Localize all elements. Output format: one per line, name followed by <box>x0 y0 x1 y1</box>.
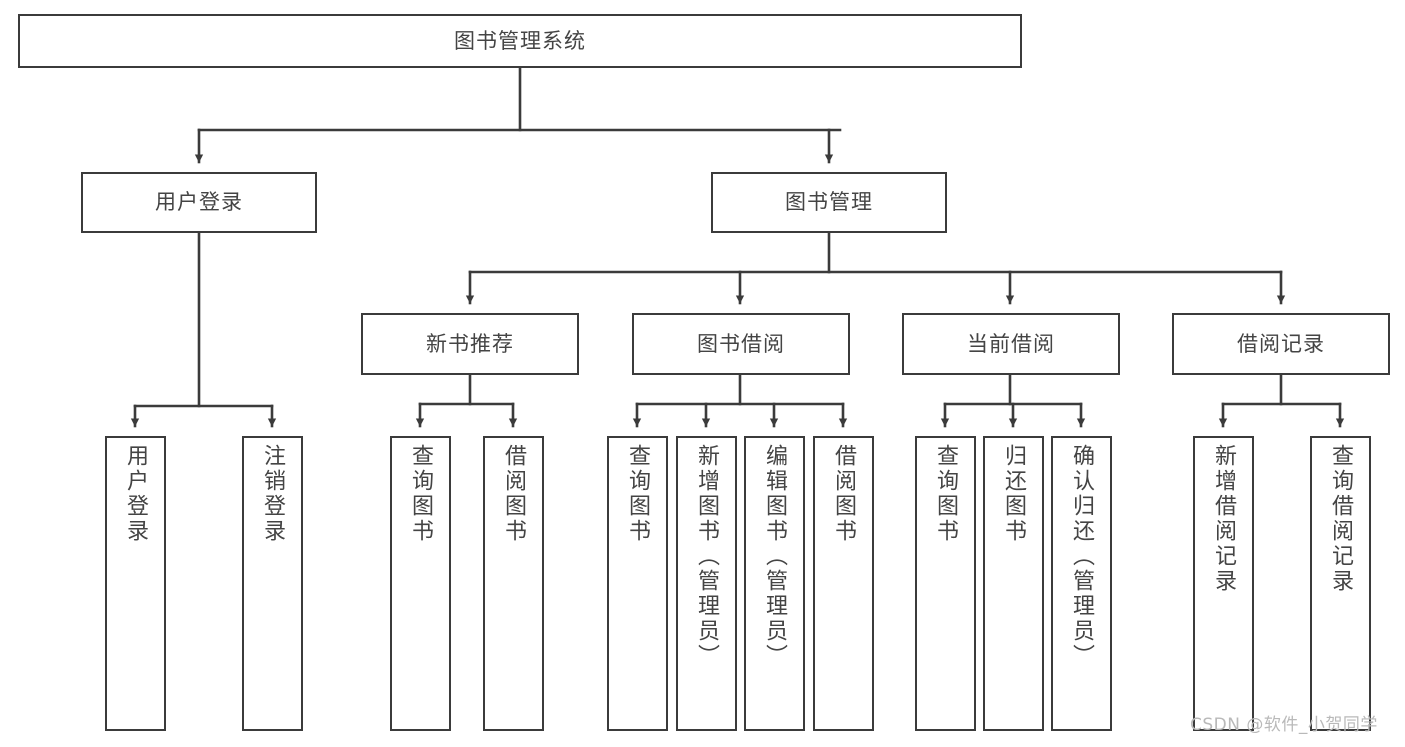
node-new-book-rec[interactable]: 新书推荐 <box>361 313 579 375</box>
node-root-label: 图书管理系统 <box>454 28 586 53</box>
leaf-borrow-book-2-label: 借阅图书 <box>831 444 857 544</box>
node-root[interactable]: 图书管理系统 <box>18 14 1022 68</box>
leaf-query-book-1-label: 查询图书 <box>408 444 434 544</box>
leaf-query-book-2[interactable]: 查询图书 <box>607 436 668 731</box>
leaf-return-book[interactable]: 归还图书 <box>983 436 1044 731</box>
leaf-user-logout-label: 注销登录 <box>260 444 286 544</box>
node-book-borrow[interactable]: 图书借阅 <box>632 313 850 375</box>
leaf-query-book-3[interactable]: 查询图书 <box>915 436 976 731</box>
leaf-borrow-book-1[interactable]: 借阅图书 <box>483 436 544 731</box>
leaf-query-book-3-label: 查询图书 <box>933 444 959 544</box>
node-borrow-record-label: 借阅记录 <box>1237 331 1325 356</box>
node-borrow-record[interactable]: 借阅记录 <box>1172 313 1390 375</box>
leaf-user-login[interactable]: 用户登录 <box>105 436 166 731</box>
node-current-borrow[interactable]: 当前借阅 <box>902 313 1120 375</box>
node-new-book-rec-label: 新书推荐 <box>426 331 514 356</box>
leaf-user-login-label: 用户登录 <box>123 444 149 544</box>
node-book-manage-label: 图书管理 <box>785 190 873 215</box>
leaf-borrow-book-2[interactable]: 借阅图书 <box>813 436 874 731</box>
leaf-return-book-label: 归还图书 <box>1001 444 1027 544</box>
leaf-confirm-return[interactable]: 确认归还（管理员） <box>1051 436 1112 731</box>
leaf-edit-book-label: 编辑图书（管理员） <box>762 444 788 669</box>
leaf-add-book-label: 新增图书（管理员） <box>694 444 720 669</box>
node-current-borrow-label: 当前借阅 <box>967 331 1055 356</box>
leaf-query-record[interactable]: 查询借阅记录 <box>1310 436 1371 731</box>
leaf-add-book[interactable]: 新增图书（管理员） <box>676 436 737 731</box>
node-book-manage[interactable]: 图书管理 <box>711 172 947 233</box>
leaf-confirm-return-label: 确认归还（管理员） <box>1069 444 1095 669</box>
leaf-borrow-book-1-label: 借阅图书 <box>501 444 527 544</box>
node-user-login[interactable]: 用户登录 <box>81 172 317 233</box>
leaf-user-logout[interactable]: 注销登录 <box>242 436 303 731</box>
node-book-borrow-label: 图书借阅 <box>697 331 785 356</box>
leaf-add-record-label: 新增借阅记录 <box>1211 444 1237 594</box>
leaf-query-book-2-label: 查询图书 <box>625 444 651 544</box>
leaf-add-record[interactable]: 新增借阅记录 <box>1193 436 1254 731</box>
node-user-login-label: 用户登录 <box>155 190 243 215</box>
leaf-edit-book[interactable]: 编辑图书（管理员） <box>744 436 805 731</box>
leaf-query-record-label: 查询借阅记录 <box>1328 444 1354 594</box>
leaf-query-book-1[interactable]: 查询图书 <box>390 436 451 731</box>
